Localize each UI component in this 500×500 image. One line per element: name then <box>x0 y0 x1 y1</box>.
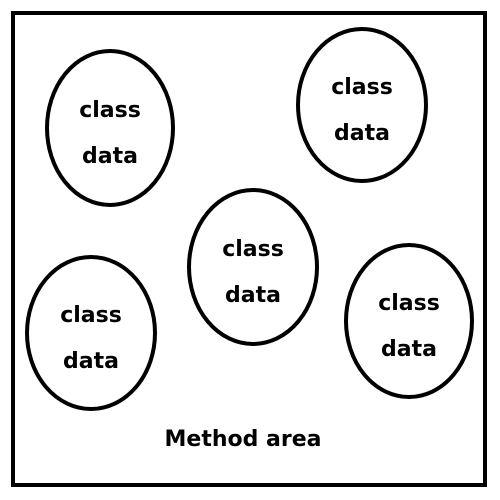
data-label: data <box>82 144 138 169</box>
class-data-ellipse: class data <box>187 188 319 346</box>
class-label: class <box>331 75 393 100</box>
ellipse-outline <box>25 255 157 411</box>
data-label: data <box>381 337 437 362</box>
data-label: data <box>63 349 119 374</box>
class-data-ellipse: class data <box>344 243 474 399</box>
ellipse-outline <box>187 188 319 346</box>
class-label: class <box>378 291 440 316</box>
class-data-ellipse: class data <box>45 49 175 207</box>
data-label: data <box>334 121 390 146</box>
class-label: class <box>79 98 141 123</box>
class-data-ellipse: class data <box>25 255 157 411</box>
class-label: class <box>222 237 284 262</box>
data-label: data <box>225 283 281 308</box>
class-data-ellipse: class data <box>296 27 428 183</box>
method-area-label: Method area <box>165 427 322 452</box>
class-label: class <box>60 303 122 328</box>
ellipse-outline <box>344 243 474 399</box>
ellipse-outline <box>45 49 175 207</box>
ellipse-outline <box>296 27 428 183</box>
